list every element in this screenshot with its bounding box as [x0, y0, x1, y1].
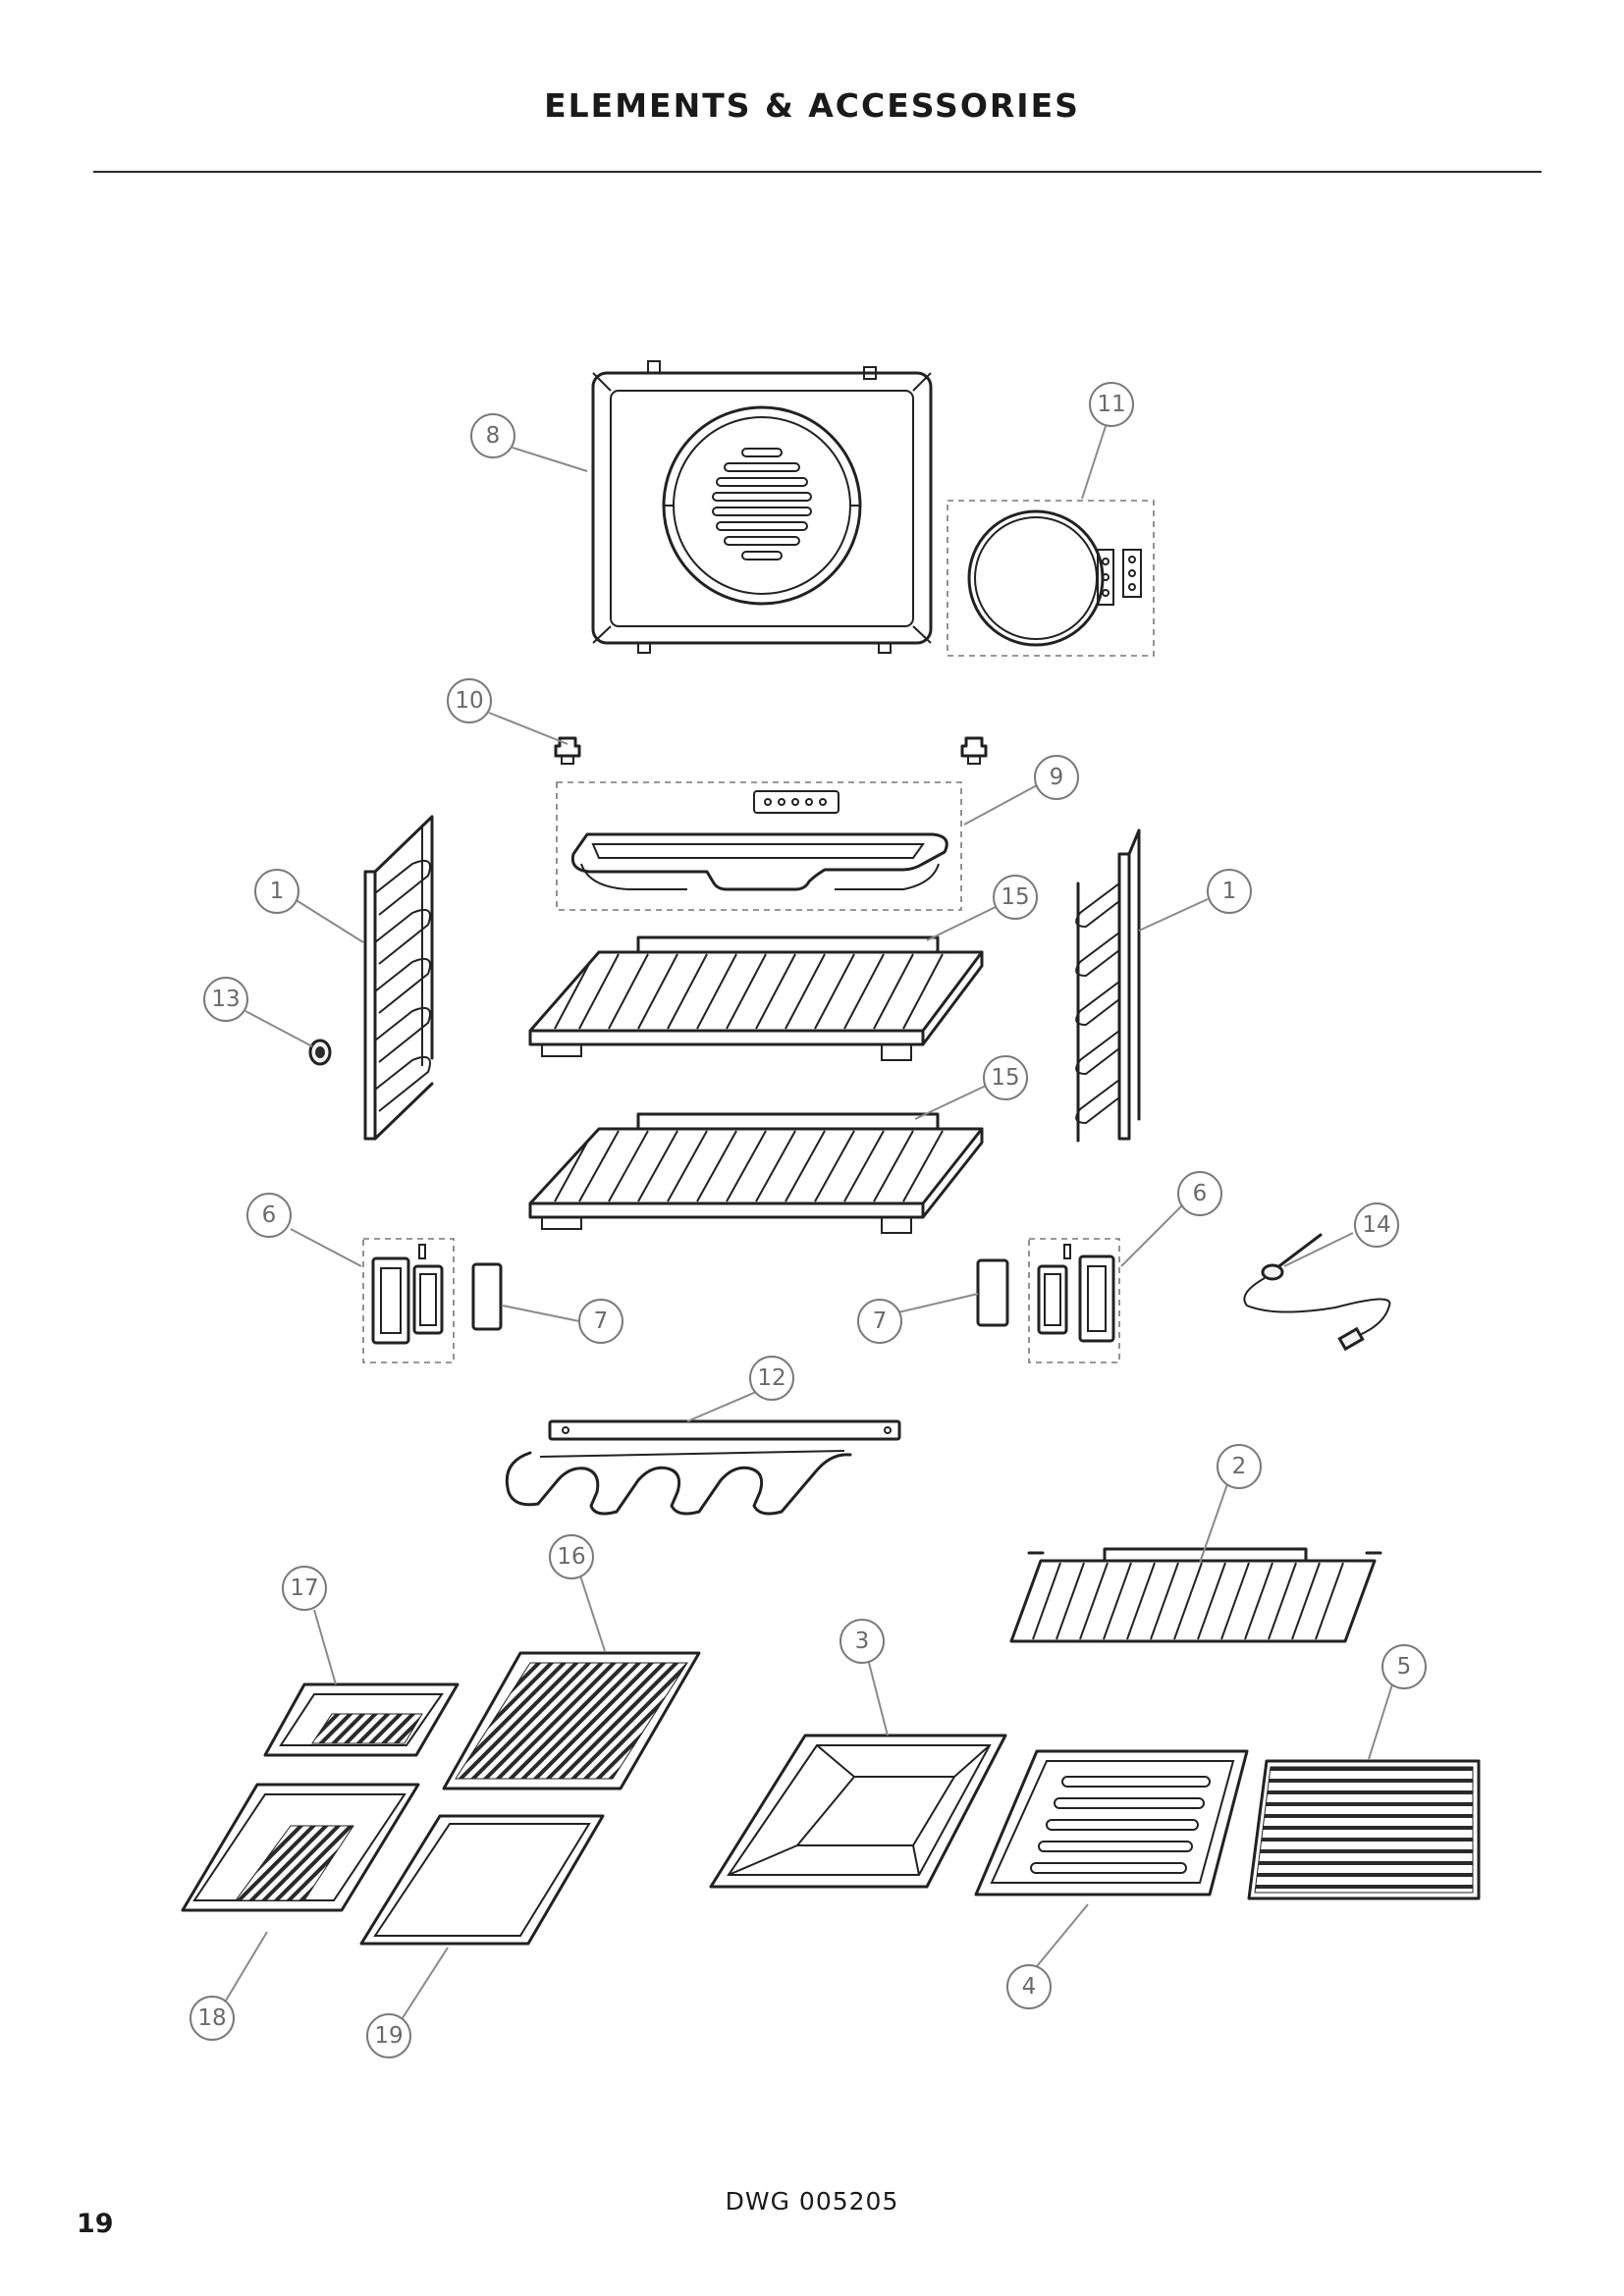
wire-shelf: [1009, 1547, 1382, 1643]
shelf-runner-right: [1075, 828, 1141, 1143]
callout-7-left: 7: [578, 1299, 623, 1344]
callout-1-right: 1: [1207, 869, 1252, 914]
page-number: 19: [77, 2209, 114, 2239]
top-grill-element: [556, 781, 962, 911]
callout-12: 12: [749, 1356, 794, 1401]
svg-text:16: 16: [557, 1544, 585, 1570]
bottom-element: [505, 1419, 901, 1516]
svg-text:15: 15: [1001, 884, 1029, 910]
meat-probe: [1243, 1233, 1391, 1352]
callout-6-left: 6: [246, 1193, 292, 1238]
callout-16: 16: [549, 1534, 594, 1579]
lamp-assembly-left: [362, 1238, 455, 1363]
lamp-assembly-right: [1028, 1238, 1120, 1363]
callout-5: 5: [1381, 1644, 1427, 1689]
callout-3: 3: [839, 1619, 885, 1664]
svg-text:4: 4: [1022, 1974, 1037, 2000]
callout-13: 13: [203, 977, 248, 1022]
svg-text:10: 10: [455, 688, 483, 714]
callout-11: 11: [1089, 382, 1134, 427]
svg-text:11: 11: [1097, 392, 1125, 417]
callout-1-left: 1: [254, 869, 299, 914]
drawing-number: DWG 005205: [725, 2187, 899, 2216]
svg-text:2: 2: [1232, 1454, 1247, 1479]
roasting-dish: [709, 1734, 1007, 1889]
callout-4: 4: [1006, 1964, 1052, 2009]
telescopic-shelf-lower: [528, 1112, 984, 1234]
title-divider: [93, 171, 1542, 173]
page-title: ELEMENTS & ACCESSORIES: [544, 86, 1080, 125]
svg-text:17: 17: [290, 1575, 318, 1601]
flat-tray: [359, 1814, 605, 1946]
callout-6-right: 6: [1177, 1171, 1222, 1216]
svg-text:8: 8: [486, 423, 501, 449]
callout-17: 17: [282, 1566, 327, 1611]
svg-text:7: 7: [594, 1308, 609, 1334]
lamp-glass-right: [976, 1258, 1009, 1327]
svg-text:13: 13: [211, 987, 240, 1012]
circular-fan-element: [947, 500, 1155, 657]
fastener: [308, 1039, 332, 1066]
svg-text:15: 15: [991, 1065, 1019, 1091]
callout-18: 18: [189, 1996, 235, 2041]
grill-rack: [1247, 1759, 1481, 1900]
callout-15-upper: 15: [993, 875, 1038, 920]
callout-15-lower: 15: [983, 1055, 1028, 1100]
svg-text:12: 12: [757, 1365, 785, 1391]
fan-cover-panel: [591, 360, 933, 654]
callout-2: 2: [1217, 1444, 1262, 1489]
svg-text:1: 1: [1222, 879, 1237, 904]
svg-text:9: 9: [1050, 765, 1064, 790]
callout-19: 19: [366, 2013, 411, 2058]
callout-9: 9: [1034, 755, 1079, 800]
svg-text:19: 19: [374, 2023, 403, 2049]
callout-8: 8: [470, 413, 515, 458]
telescopic-shelf-upper: [528, 935, 984, 1061]
svg-text:5: 5: [1397, 1654, 1412, 1680]
perforated-tray: [442, 1651, 701, 1790]
callout-7-right: 7: [857, 1299, 902, 1344]
lamp-glass-left: [471, 1262, 503, 1331]
svg-text:1: 1: [270, 879, 285, 904]
svg-text:7: 7: [873, 1308, 888, 1334]
callout-14: 14: [1354, 1202, 1399, 1248]
shelf-runner-left: [363, 815, 434, 1141]
element-clips: [554, 736, 988, 765]
svg-text:14: 14: [1362, 1212, 1390, 1238]
svg-text:18: 18: [197, 2005, 226, 2031]
svg-text:3: 3: [855, 1629, 870, 1654]
svg-text:6: 6: [1193, 1181, 1208, 1206]
grill-pan: [974, 1749, 1249, 1896]
perforated-dish-large: [181, 1783, 420, 1912]
svg-text:6: 6: [262, 1202, 277, 1228]
callout-10: 10: [447, 678, 492, 723]
perforated-dish-small: [263, 1682, 460, 1757]
